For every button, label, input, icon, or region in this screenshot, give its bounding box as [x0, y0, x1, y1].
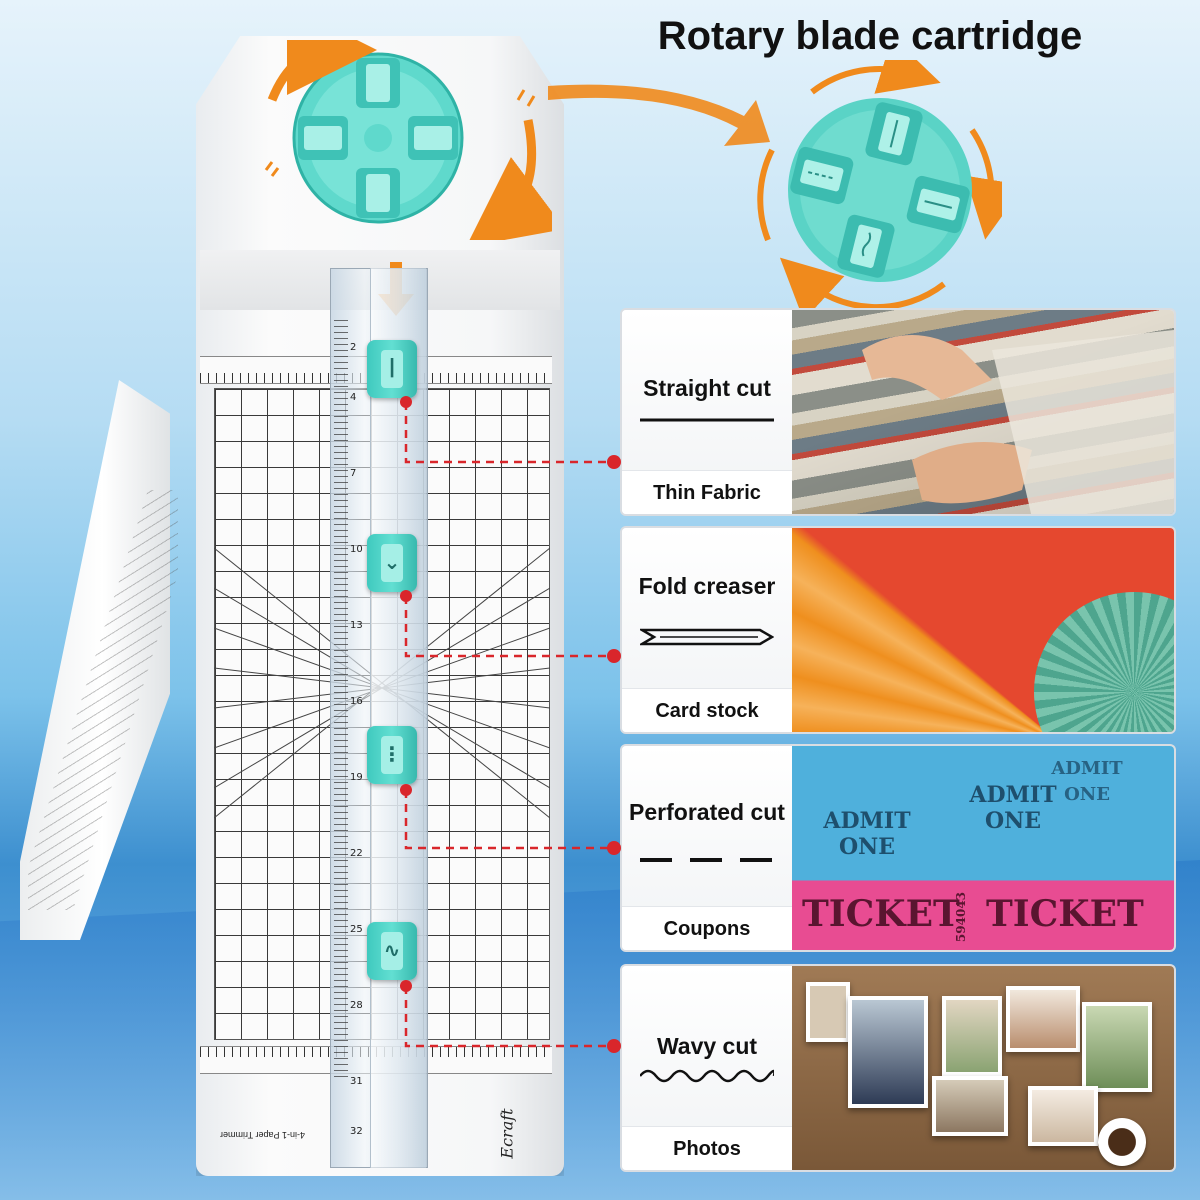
- crease-icon: ⌄: [383, 552, 401, 574]
- straight-cut-icon: |: [389, 356, 395, 378]
- material-label: Card stock: [622, 688, 792, 732]
- blade-holder-perforated[interactable]: ⋮: [367, 726, 417, 784]
- photos-photo: [792, 966, 1174, 1170]
- panel-label-area: Straight cut Thin Fabric: [622, 310, 792, 514]
- panel-label-area: Wavy cut Photos: [622, 966, 792, 1170]
- rail-track: [370, 268, 426, 1168]
- rail-number: 22: [350, 848, 363, 859]
- rail-number: 25: [350, 924, 363, 935]
- rail-scale: [334, 320, 370, 1080]
- feature-panel-crease: Fold creaser Card stock: [620, 526, 1176, 734]
- solid-line-icon: [640, 418, 774, 422]
- rotary-cartridge-on-trimmer[interactable]: [290, 38, 466, 238]
- material-label: Photos: [622, 1126, 792, 1170]
- fabric-photo: [792, 310, 1174, 514]
- blade-holder-wavy[interactable]: ∿: [367, 922, 417, 980]
- perforated-icon: ⋮: [382, 744, 402, 766]
- photo-print: [1006, 986, 1080, 1052]
- rail-number: 7: [350, 468, 357, 479]
- admit-one-text: ADMIT ONE: [823, 808, 911, 860]
- tickets-photo: ADMIT ONE ADMIT ONE ADMIT ONE TICKET TIC…: [792, 746, 1174, 950]
- ticket-text: TICKET: [986, 893, 1144, 935]
- feature-panel-wavy: Wavy cut Photos: [620, 964, 1176, 1172]
- crease-arrow-icon: [640, 628, 774, 646]
- blade-holder-window: [381, 932, 403, 970]
- rail-number: 4: [350, 392, 357, 403]
- photo-print: [806, 982, 850, 1042]
- material-label: Thin Fabric: [622, 470, 792, 514]
- folded-paper-fan-photo: [792, 528, 1174, 732]
- photo-print: [942, 996, 1002, 1076]
- wavy-line-icon: [640, 1069, 774, 1083]
- blade-holder-window: [381, 736, 403, 774]
- hands-icon: [862, 330, 1174, 514]
- cut-type-label: Perforated cut: [629, 799, 785, 825]
- tablet-photo: [848, 996, 928, 1108]
- rail-number: 10: [350, 544, 363, 555]
- rail-number: 16: [350, 696, 363, 707]
- rail-number: 28: [350, 1000, 363, 1011]
- ticket-text: TICKET: [802, 893, 960, 935]
- panel-label-area: Fold creaser Card stock: [622, 528, 792, 732]
- admit-one-text: ADMIT ONE: [1051, 758, 1123, 805]
- cut-type-label: Fold creaser: [638, 573, 776, 599]
- admit-one-text: ADMIT ONE: [969, 782, 1057, 834]
- photo-print: [1028, 1086, 1098, 1146]
- feature-panel-straight: Straight cut Thin Fabric: [620, 308, 1176, 516]
- dashed-line-icon: [640, 858, 774, 862]
- material-label: Coupons: [622, 906, 792, 950]
- photo-print: [932, 1076, 1008, 1136]
- rail-number: 13: [350, 620, 363, 631]
- panel-label-area: Perforated cut Coupons: [622, 746, 792, 950]
- feature-panel-perforated: Perforated cut Coupons ADMIT ONE ADMIT O…: [620, 744, 1176, 952]
- rotate-arrows-icon: [264, 40, 552, 240]
- blade-holder-window: [381, 544, 403, 582]
- photo-print: [1082, 1002, 1152, 1092]
- rotary-cartridge-detail[interactable]: [752, 60, 1002, 310]
- green-paper-fan: [1034, 592, 1174, 732]
- cut-type-label: Wavy cut: [656, 1033, 758, 1059]
- blade-holder-crease[interactable]: ⌄: [367, 534, 417, 592]
- blade-holder-window: [381, 350, 403, 388]
- coffee-cup-icon: [1098, 1118, 1146, 1166]
- blade-holder-straight[interactable]: |: [367, 340, 417, 398]
- transfer-arrow-icon: [548, 84, 770, 146]
- rail-number: 32: [350, 1126, 363, 1137]
- wavy-icon: ∿: [383, 940, 401, 962]
- rail-number: 19: [350, 772, 363, 783]
- ticket-serial: 594043: [954, 891, 968, 943]
- headline: Rotary blade cartridge: [657, 14, 1083, 58]
- cut-type-label: Straight cut: [643, 375, 771, 401]
- rail-number: 2: [350, 342, 357, 353]
- model-label: 4-in-1 Paper Trimmer: [220, 1130, 306, 1140]
- brand-logo: Ecraft: [497, 1108, 517, 1159]
- rail-number: 31: [350, 1076, 363, 1087]
